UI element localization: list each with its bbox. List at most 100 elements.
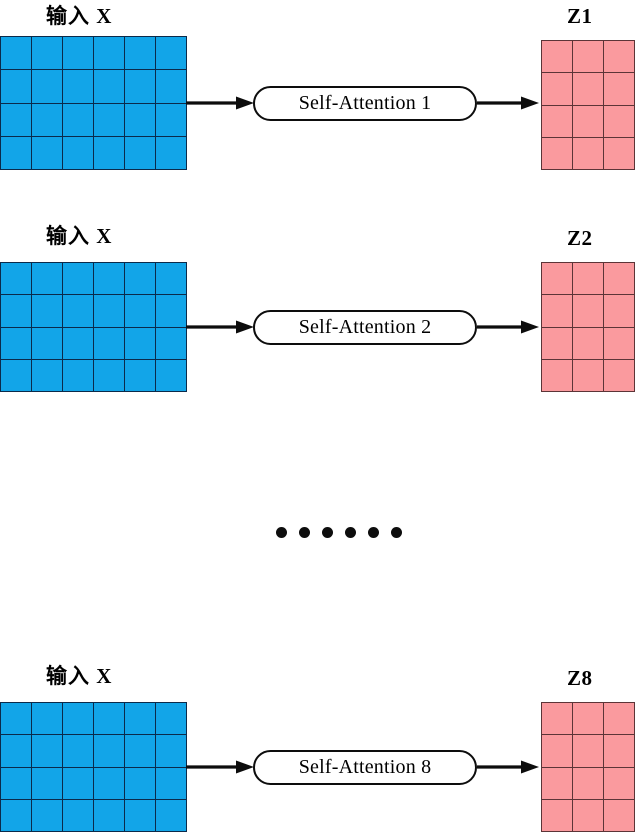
matrix-cell: [1, 295, 32, 328]
matrix-cell: [156, 359, 187, 392]
attention-head-row-1: 输入 X Self-Attention 1 Z1: [0, 0, 640, 200]
matrix-cell: [125, 703, 156, 736]
matrix-cell: [125, 263, 156, 296]
matrix-cell: [573, 263, 604, 296]
output-matrix-label-8: Z8: [567, 666, 593, 690]
matrix-cell: [125, 767, 156, 800]
matrix-cell: [125, 70, 156, 104]
matrix-cell: [63, 70, 94, 104]
matrix-cell: [32, 703, 63, 736]
matrix-cell: [1, 103, 32, 137]
matrix-cell: [1, 359, 32, 392]
matrix-cell: [32, 295, 63, 328]
arrow-head-to-output-8: [477, 760, 541, 774]
matrix-cell: [94, 327, 125, 360]
matrix-cell: [542, 359, 573, 392]
matrix-cell: [63, 136, 94, 170]
matrix-cell: [1, 735, 32, 768]
matrix-cell: [604, 703, 635, 736]
matrix-cell: [604, 137, 635, 170]
matrix-cell: [125, 327, 156, 360]
matrix-cell: [542, 735, 573, 768]
arrow-head-to-output-2: [477, 320, 541, 334]
matrix-cell: [156, 136, 187, 170]
matrix-cell: [542, 703, 573, 736]
self-attention-node-1[interactable]: Self-Attention 1: [253, 86, 477, 121]
matrix-cell: [542, 799, 573, 832]
matrix-cell: [156, 103, 187, 137]
input-matrix-1: [0, 36, 187, 170]
matrix-cell: [94, 136, 125, 170]
matrix-cell: [156, 767, 187, 800]
continuation-dots: [276, 527, 402, 538]
matrix-cell: [542, 105, 573, 138]
matrix-cell: [156, 327, 187, 360]
matrix-cell: [94, 735, 125, 768]
matrix-cell: [32, 735, 63, 768]
input-matrix-8: [0, 702, 187, 832]
matrix-cell: [604, 295, 635, 328]
matrix-cell: [604, 767, 635, 800]
matrix-cell: [125, 359, 156, 392]
matrix-cell: [156, 263, 187, 296]
input-matrix-label-1: 输入 X: [46, 4, 113, 28]
matrix-cell: [573, 703, 604, 736]
matrix-cell: [63, 263, 94, 296]
matrix-cell: [542, 263, 573, 296]
matrix-cell: [32, 103, 63, 137]
matrix-cell: [94, 767, 125, 800]
matrix-cell: [94, 359, 125, 392]
matrix-cell: [604, 41, 635, 74]
input-matrix-label-8: 输入 X: [46, 664, 113, 688]
matrix-cell: [573, 295, 604, 328]
ellipsis-dot: [276, 527, 287, 538]
matrix-cell: [1, 799, 32, 832]
self-attention-node-8[interactable]: Self-Attention 8: [253, 750, 477, 785]
matrix-cell: [94, 295, 125, 328]
input-matrix-label-2: 输入 X: [46, 224, 113, 248]
matrix-cell: [63, 327, 94, 360]
ellipsis-dot: [368, 527, 379, 538]
matrix-cell: [542, 41, 573, 74]
matrix-cell: [32, 136, 63, 170]
matrix-cell: [573, 327, 604, 360]
self-attention-node-2[interactable]: Self-Attention 2: [253, 310, 477, 345]
output-matrix-2: [541, 262, 635, 392]
matrix-cell: [1, 767, 32, 800]
matrix-cell: [604, 359, 635, 392]
matrix-cell: [63, 103, 94, 137]
matrix-cell: [94, 103, 125, 137]
arrow-input-to-head-2: [186, 320, 256, 334]
matrix-cell: [125, 136, 156, 170]
matrix-cell: [156, 295, 187, 328]
matrix-cell: [573, 799, 604, 832]
matrix-cell: [32, 263, 63, 296]
matrix-cell: [1, 703, 32, 736]
matrix-cell: [604, 263, 635, 296]
matrix-cell: [542, 767, 573, 800]
matrix-cell: [1, 327, 32, 360]
matrix-cell: [125, 295, 156, 328]
matrix-cell: [63, 359, 94, 392]
matrix-cell: [94, 799, 125, 832]
matrix-cell: [94, 703, 125, 736]
attention-head-row-2: 输入 X Self-Attention 2 Z2: [0, 226, 640, 426]
matrix-cell: [604, 73, 635, 106]
matrix-cell: [32, 799, 63, 832]
output-matrix-label-1: Z1: [567, 4, 593, 28]
matrix-cell: [94, 70, 125, 104]
arrow-input-to-head-8: [186, 760, 256, 774]
matrix-cell: [604, 799, 635, 832]
matrix-cell: [573, 359, 604, 392]
matrix-cell: [94, 37, 125, 71]
matrix-cell: [32, 327, 63, 360]
arrow-head-to-output-1: [477, 96, 541, 110]
matrix-cell: [156, 703, 187, 736]
matrix-cell: [125, 735, 156, 768]
matrix-cell: [94, 263, 125, 296]
matrix-cell: [63, 295, 94, 328]
matrix-cell: [32, 767, 63, 800]
matrix-cell: [63, 735, 94, 768]
ellipsis-dot: [345, 527, 356, 538]
